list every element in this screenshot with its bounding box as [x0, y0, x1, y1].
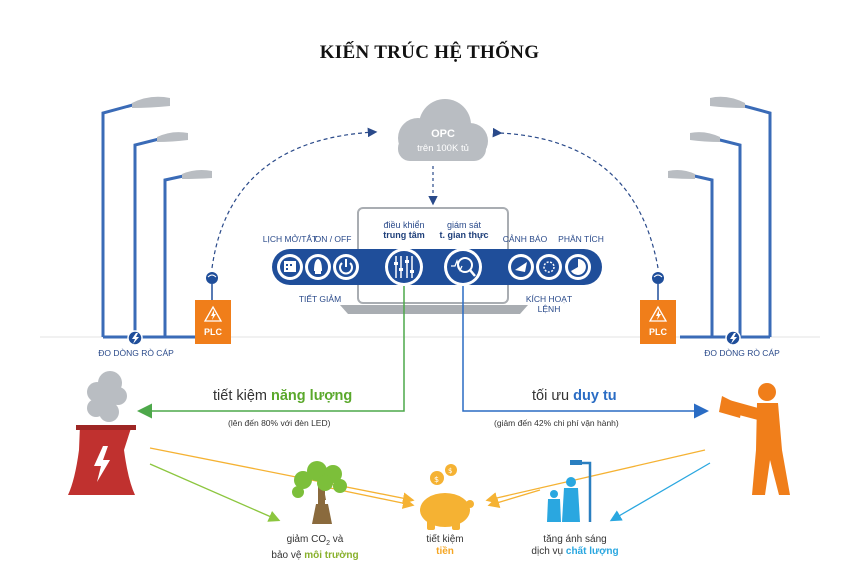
leak-measure-label-left: ĐO DÒNG RÒ CÁP [98, 348, 174, 358]
environment-outcome-label: giảm CO2 và bảo vệ môi trường [271, 534, 359, 561]
monitoring-icon [444, 248, 482, 286]
arrow-plant-to-environment [149, 463, 281, 522]
family-lamp-icon [547, 460, 592, 522]
cloud-subtitle: trên 100K tủ [417, 143, 469, 154]
lamp-heads-right [668, 96, 745, 179]
energy-saving-note: (lên đến 80% với đèn LED) [228, 418, 331, 428]
wireless-module-left [206, 272, 218, 300]
street-lamps-right [680, 101, 772, 339]
leak-sensor-right [725, 330, 741, 346]
svg-text:$: $ [434, 475, 439, 484]
leak-measure-label-right: ĐO DÒNG RÒ CÁP [704, 348, 780, 358]
arrow-worker-to-quality [609, 462, 711, 522]
arrow-worker-to-money [485, 449, 706, 504]
wireless-module-right [652, 272, 664, 300]
dimming-icon [305, 254, 331, 280]
plc-label-right: PLC [640, 327, 676, 337]
schedule-icon [277, 254, 303, 280]
maintenance-note: (giảm đến 42% chi phí vận hành) [494, 418, 619, 428]
tree-icon [292, 461, 347, 524]
arc-plc-left-to-cloud [211, 127, 378, 269]
opc-cloud [398, 99, 488, 161]
schedule-label: LỊCH MỞ/TẮT [262, 234, 318, 244]
power-plant-icon [68, 371, 136, 495]
energy-arrow [137, 286, 405, 419]
money-outcome-label: tiết kiệm tiền [426, 534, 464, 557]
worker-icon [719, 383, 790, 495]
control-center-icon [385, 248, 423, 286]
dimming-label: TIẾT GIẢM [298, 294, 342, 304]
energy-saving-label: tiết kiệm năng lượng [213, 388, 353, 404]
quality-outcome-label: tăng ánh sáng dịch vụ chất lượng [531, 534, 619, 557]
maintenance-arrow [462, 286, 709, 419]
svg-text:$: $ [448, 467, 452, 475]
maintenance-label: tối ưu duy tu [532, 388, 617, 404]
plc-left-warning-icon [203, 305, 223, 322]
leak-sensor-left [127, 330, 143, 346]
lamp-heads-left [132, 96, 212, 179]
analysis-icon [565, 254, 591, 280]
arrow-quality-to-money [487, 489, 541, 508]
onoff-label: ON / OFF [314, 234, 352, 244]
alarm-icon [508, 254, 534, 280]
page-title: KIẾN TRÚC HỆ THỐNG [319, 42, 540, 63]
street-lamps-left [101, 101, 195, 339]
arrow-plant-to-money [149, 447, 415, 504]
piggy-bank-icon: $ $ [420, 464, 474, 530]
plc-label-left: PLC [195, 327, 231, 337]
analysis-label: PHÂN TÍCH [558, 234, 604, 244]
arc-cloud-to-plc-right [492, 127, 659, 269]
cloud-title: OPC [431, 128, 455, 140]
power-icon [333, 254, 359, 280]
alarm-label: CẢNH BÁO [502, 234, 548, 244]
trigger-command-icon [536, 254, 562, 280]
plc-right-warning-icon [648, 305, 668, 322]
